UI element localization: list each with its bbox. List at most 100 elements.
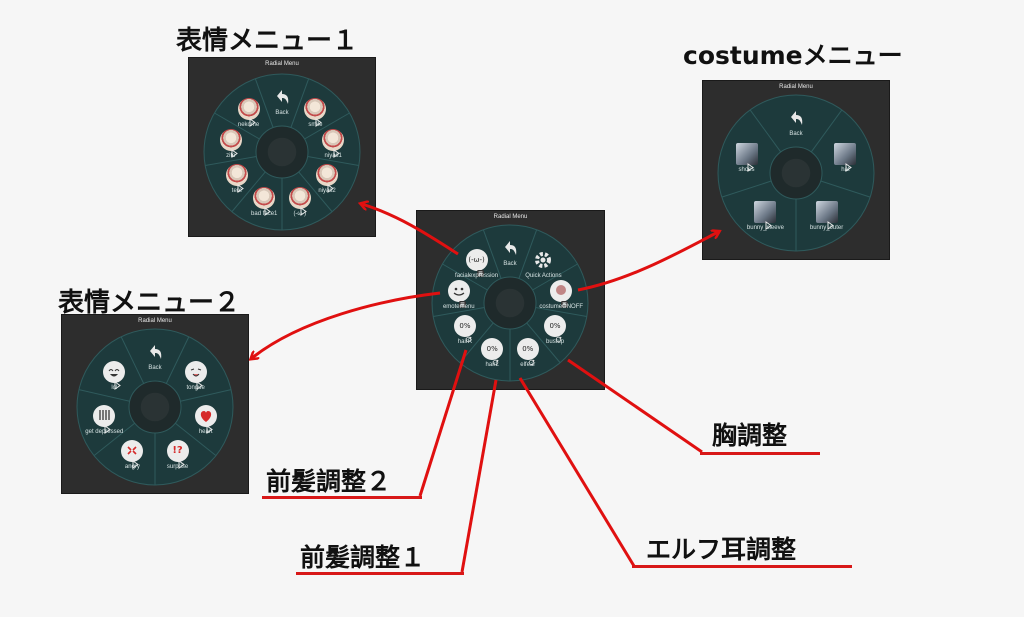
tongue-icon [184, 360, 207, 383]
submenu-indicator-icon [528, 359, 535, 366]
submenu-indicator-icon [249, 118, 256, 128]
costume-item-bunny-outer[interactable]: bunny_outer [810, 201, 843, 231]
costume-item-back[interactable]: Back [789, 111, 803, 137]
face2-item-get-depressed[interactable]: get depressed [85, 404, 123, 435]
face2-item-tongue[interactable]: tongue [184, 360, 207, 391]
face2-item-heart[interactable]: heart [194, 404, 217, 435]
face2-item-surprise[interactable]: !?surprise [166, 439, 189, 470]
wheel-divider [290, 78, 310, 128]
bust-percent-icon: 0% [544, 315, 567, 337]
costume-item-hat[interactable]: hat [834, 142, 857, 173]
submenu-indicator-icon [178, 459, 185, 469]
main-item-costumeonoff[interactable]: costumeONOFF [539, 279, 583, 310]
wheel-divider [205, 156, 257, 167]
face1-item-niyas1[interactable]: niyas1 [322, 128, 345, 159]
wheel-divider [535, 307, 587, 318]
face1-item-nekome[interactable]: nekome [237, 98, 260, 128]
wheel-center-dot [495, 288, 525, 318]
hair-right-icon: 0% [453, 315, 476, 337]
face-icon [237, 98, 260, 121]
face1-item-zito[interactable]: zito [219, 128, 242, 159]
main-item-emotemenu[interactable]: emotemenu [443, 279, 475, 310]
face-icon [316, 164, 339, 186]
main-item-facialexpression[interactable]: (-ω-)facialexpression [455, 249, 498, 279]
radial-menu-panel-costume: Radial Menu Back hat bunny_outer bunny_slee… [702, 80, 890, 260]
menu-item-label: smile [308, 122, 323, 129]
submenu-indicator-icon [300, 206, 307, 216]
submenu-indicator-icon [747, 162, 754, 172]
menu-item-label: get depressed [85, 428, 124, 435]
face2-item-angry[interactable]: angry [121, 439, 144, 470]
hat-photo-icon [834, 142, 857, 165]
submenu-indicator-icon [476, 270, 484, 278]
menu-item-label: emotemenu [442, 303, 475, 310]
line-chest [567, 358, 703, 454]
annotation-chest: 胸調整 [712, 421, 788, 450]
wheel-divider [78, 389, 130, 402]
face1-item-bad-face1[interactable]: bad face1 [251, 186, 277, 217]
submenu-indicator-icon [327, 184, 334, 193]
panel-title: Radial Menu [779, 84, 813, 90]
main-item-hairr[interactable]: 0%hairR [453, 315, 476, 345]
submenu-indicator-icon [465, 336, 472, 343]
menu-item-label: shoes [738, 166, 755, 173]
wheel-divider [214, 112, 260, 140]
submenu-indicator-icon [206, 424, 213, 434]
face1-item-niyas2[interactable]: niyas2 [316, 164, 339, 194]
face2-item-lol[interactable]: lol [103, 360, 126, 391]
main-item-back[interactable]: Back [503, 241, 517, 267]
wheel-divider [721, 180, 772, 198]
submenu-indicator-icon [827, 221, 834, 231]
costume-item-shoes[interactable]: shoes [735, 142, 758, 173]
panel-title: Radial Menu [493, 214, 528, 220]
line-elf-ear [518, 377, 636, 567]
laugh-icon [103, 360, 126, 383]
gear-icon [535, 252, 552, 269]
annotation-bangs-2: 前髪調整２ [266, 467, 392, 496]
wheel-divider [820, 180, 871, 198]
menu-item-label: niyas2 [318, 188, 336, 194]
menu-item-label: hairL [485, 361, 499, 368]
face1-item-smile[interactable]: smile [304, 98, 327, 128]
main-item-elfear[interactable]: 0%elfear [516, 337, 539, 368]
costume-item-bunny-sleeve[interactable]: bunny_sleeve [747, 201, 784, 231]
heading-face-menu-2: 表情メニュー２ [58, 288, 241, 318]
menu-item-label: bunny_sleeve [746, 225, 784, 232]
menu-item-label: niyas1 [324, 152, 342, 159]
wheel-divider [93, 422, 135, 457]
sleeve-photo-icon [754, 201, 777, 224]
wheel-divider [298, 171, 333, 213]
main-item-bustup[interactable]: 0%bustup [544, 315, 567, 345]
main-item-hairl[interactable]: 0%hairL [481, 337, 504, 368]
menu-item-label: Back [789, 131, 803, 137]
menu-item-label: Back [275, 110, 289, 116]
menu-item-label: (-ω-) [293, 210, 307, 217]
shoes-photo-icon [735, 142, 758, 165]
face-icon [304, 98, 327, 121]
outer-photo-icon [815, 201, 838, 224]
face2-item-back[interactable]: Back [148, 345, 162, 371]
annotation-bangs-1: 前髪調整１ [300, 543, 426, 572]
wheel-divider [254, 78, 274, 128]
main-item-quick-actions[interactable]: Quick Actions [525, 252, 562, 279]
annotation-underline [632, 565, 852, 568]
radial-menu-panel-face-1: Radial Menu Back smile niyas1 niyas2 (-ω-) ba… [188, 57, 376, 237]
submenu-indicator-icon [845, 162, 853, 172]
submenu-indicator-icon [231, 149, 238, 158]
face-icon [253, 186, 276, 209]
submenu-indicator-icon [237, 184, 244, 193]
hair-left-icon: 0% [481, 337, 504, 360]
face1-item-[interactable]: (-ω-) [288, 186, 311, 217]
costume-toggle-icon [550, 279, 573, 302]
panel-title: Radial Menu [265, 61, 299, 67]
face-icon [288, 186, 311, 209]
menu-item-label: zito [226, 152, 236, 159]
wheel-divider [532, 263, 578, 291]
submenu-indicator-icon [315, 118, 323, 128]
depressed-icon [93, 404, 116, 427]
wheel-center-dot [267, 137, 297, 167]
face1-item-back[interactable]: Back [275, 90, 289, 116]
wheel-divider [442, 263, 488, 291]
face1-item-tere[interactable]: tere [225, 164, 248, 194]
